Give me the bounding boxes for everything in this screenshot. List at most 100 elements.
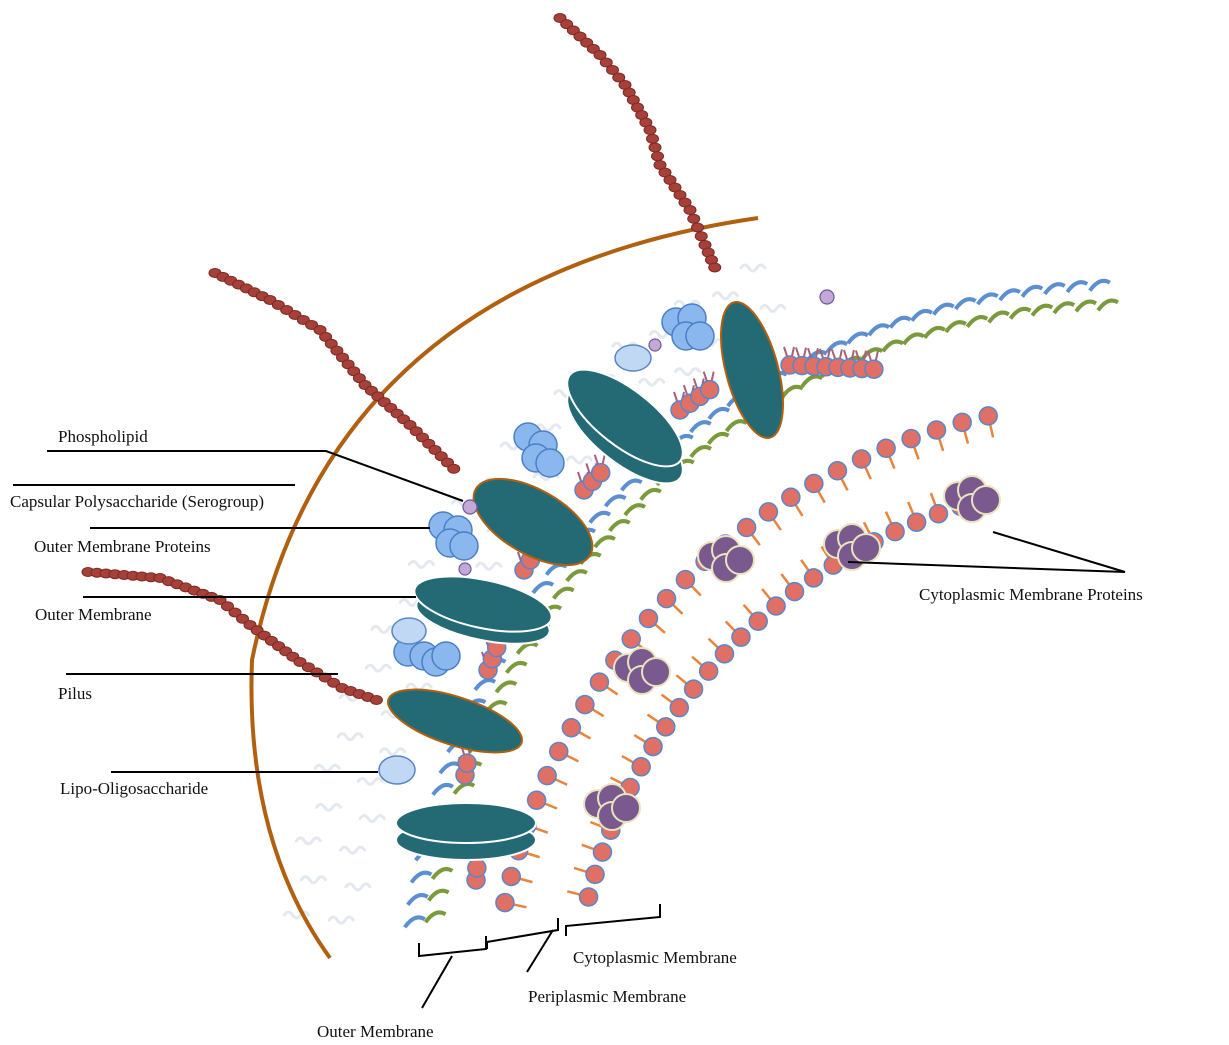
porin — [396, 803, 536, 843]
polysaccharide-strand — [341, 847, 365, 853]
cyto-lipid-head — [953, 413, 971, 431]
outer-membrane-lipid — [709, 409, 729, 419]
cyto-lipid-head — [828, 462, 846, 480]
cytoplasmic-membrane-bilayer — [496, 407, 997, 912]
outer-membrane-lipid — [1032, 306, 1052, 316]
outer-membrane-bottom-label: Outer Membrane — [317, 1022, 434, 1041]
outer-membrane-lipid — [507, 663, 527, 673]
cyto-lipid-head — [700, 662, 718, 680]
outer-membrane-lipid — [433, 785, 453, 795]
cyto-lipid-head — [908, 513, 926, 531]
outer-membrane-protein — [514, 423, 564, 477]
cyto-lipid-head — [538, 767, 556, 785]
outer-membrane-lipid — [426, 912, 446, 922]
lipid-head — [468, 859, 486, 877]
pilus-subunit — [695, 232, 707, 241]
cytoplasmic-membrane-protein — [642, 658, 670, 686]
lipid-head — [592, 464, 610, 482]
pilus-subunit — [649, 143, 661, 152]
polysaccharide-strand — [301, 877, 325, 883]
cyto-lipid-head — [502, 868, 520, 886]
pilus-subunit — [684, 206, 696, 215]
outer-membrane-lipid — [517, 644, 537, 654]
phospholipid-dot — [649, 339, 661, 351]
outer-membrane-protein — [662, 304, 714, 350]
outer-membrane-lipid — [1000, 290, 1020, 300]
periplasm-bracket — [487, 918, 558, 949]
outer-membrane-lipid — [709, 434, 729, 444]
outer-membrane-lipid — [946, 322, 966, 332]
polysaccharide-strand — [567, 457, 591, 463]
outer-membrane-lipid — [606, 496, 626, 506]
polysaccharide-strand — [317, 804, 341, 810]
cyto-lipid-head — [657, 718, 675, 736]
cytoplasmic-membrane-protein — [726, 546, 754, 574]
polysaccharide-strand — [315, 765, 339, 771]
pilus-subunit — [644, 126, 656, 135]
pilus-subunit — [448, 464, 460, 473]
outer-membrane-lipid — [956, 299, 976, 309]
capsular-polysaccharide-label: Capsular Polysaccharide (Serogroup) — [10, 492, 264, 511]
outer-membrane-lipid — [554, 589, 574, 599]
outer-membrane-lipid — [1054, 303, 1074, 313]
cyto-lipid-head — [622, 630, 640, 648]
pilus-subunit — [647, 134, 659, 143]
cyto-lipid-head — [593, 843, 611, 861]
outer-membrane-bottom-leader — [422, 956, 452, 1008]
cyto-lipid-head — [639, 609, 657, 627]
lipid-head — [865, 360, 883, 378]
outer-membrane-bracket — [419, 936, 486, 956]
cyto-lipid-head — [759, 503, 777, 521]
pilus-subunit — [370, 696, 382, 705]
pilus-subunit — [692, 223, 704, 232]
polysaccharide-strand — [409, 561, 433, 567]
outer-membrane-lipid — [1090, 281, 1110, 291]
outer-membrane-lipid — [590, 513, 610, 523]
cyto-lipid-head — [528, 791, 546, 809]
polysaccharide-strand — [296, 838, 320, 844]
outer-membrane-lipid — [1076, 302, 1096, 312]
cyto-lipid-head — [496, 894, 514, 912]
outer-membrane-lipid — [904, 334, 924, 344]
outer-membrane-lipid — [727, 421, 747, 431]
cyto-lipid-head — [685, 680, 703, 698]
cytoplasmic-membrane-proteins-leader-1 — [848, 562, 1125, 572]
polysaccharide-strand — [713, 293, 737, 299]
polysaccharide-strand — [381, 749, 405, 755]
outer-membrane-lipid — [1098, 301, 1118, 311]
cyto-lipid-head — [929, 505, 947, 523]
periplasmic-membrane-leader — [527, 930, 553, 972]
outer-membrane-proteins-label: Outer Membrane Proteins — [34, 537, 211, 556]
cyto-lipid-head — [576, 696, 594, 714]
polysaccharide-strand — [640, 379, 664, 385]
outer-membrane-lipid — [1022, 287, 1042, 297]
cytoplasmic-membrane-proteins-leader-2 — [993, 532, 1125, 572]
polysaccharide-strand — [360, 816, 384, 822]
outer-membrane-lipid — [610, 521, 630, 531]
cyto-lipid-head — [580, 888, 598, 906]
cyto-lipid-head — [902, 430, 920, 448]
outer-membrane-lipid — [978, 294, 998, 304]
phospholipid-dot — [820, 290, 834, 304]
outer-membrane-lipid — [641, 490, 661, 500]
outer-membrane-lipid — [408, 895, 428, 905]
outer-membrane-lipid — [890, 318, 910, 328]
polysaccharide-strand — [675, 369, 699, 375]
phospholipid-label: Phospholipid — [58, 427, 148, 446]
outer-membrane-lipid — [429, 891, 449, 901]
cyto-lipid-head — [979, 407, 997, 425]
periplasmic-membrane-label: Periplasmic Membrane — [528, 987, 686, 1006]
cytoplasmic-membrane-protein — [972, 486, 1000, 514]
outer-membrane-lipid — [1067, 282, 1087, 292]
polysaccharide-strand — [761, 305, 785, 311]
outer-membrane-lipid — [912, 311, 932, 321]
polysaccharide-strand — [338, 734, 362, 740]
cyto-lipid-head — [632, 758, 650, 776]
cyto-lipid-head — [927, 421, 945, 439]
outer-membrane-lipid — [622, 481, 642, 491]
outer-membrane-lipid — [546, 565, 566, 575]
lipo-oligosaccharide — [379, 756, 415, 784]
cytoplasmic-membrane-proteins-label: Cytoplasmic Membrane Proteins — [919, 585, 1143, 604]
outer-membrane-lipid — [454, 784, 474, 794]
